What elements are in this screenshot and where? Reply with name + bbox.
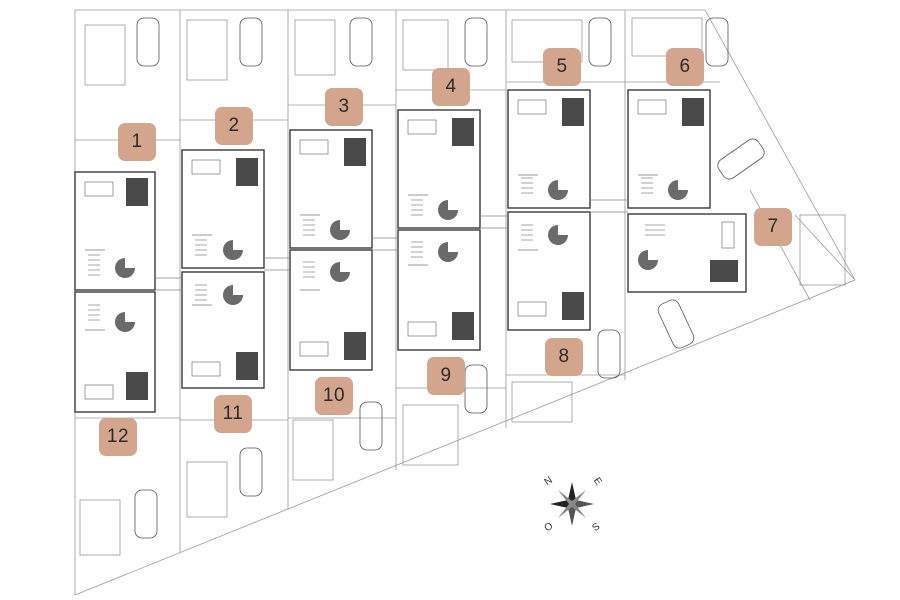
lot-label-11: 11 bbox=[214, 395, 252, 433]
lot-label-3: 3 bbox=[325, 88, 363, 126]
compass-rose-icon bbox=[550, 482, 594, 526]
lot-label-5: 5 bbox=[543, 48, 581, 86]
lot-label-4: 4 bbox=[432, 68, 470, 106]
lot-label-9: 9 bbox=[427, 357, 465, 395]
lot-label-8: 8 bbox=[545, 338, 583, 376]
lot-label-12: 12 bbox=[99, 418, 137, 456]
lot-label-10: 10 bbox=[315, 377, 353, 415]
lot-label-1: 1 bbox=[118, 123, 156, 161]
lot-label-2: 2 bbox=[215, 107, 253, 145]
lot-label-6: 6 bbox=[666, 48, 704, 86]
lot-label-7: 7 bbox=[754, 208, 792, 246]
